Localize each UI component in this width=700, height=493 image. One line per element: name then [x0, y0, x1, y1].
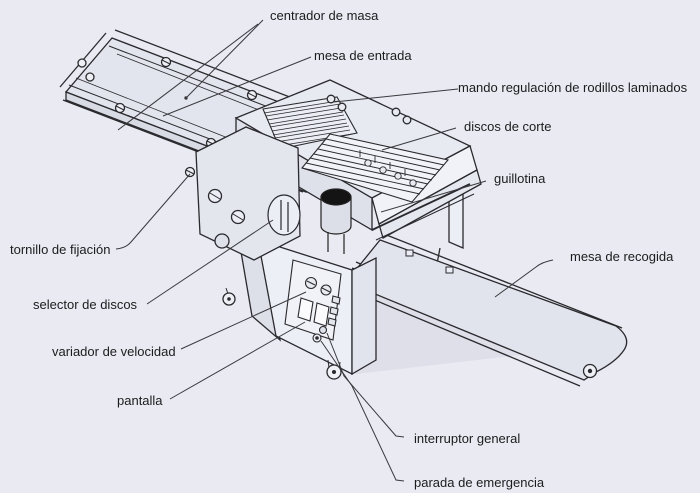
roller-adjustment-knobs	[326, 94, 412, 125]
leader-mando	[333, 88, 459, 103]
label-selector-de-discos: selector de discos	[33, 297, 138, 312]
disc-selector-dial	[267, 194, 301, 236]
label-parada-de-emergencia: parada de emergencia	[414, 475, 545, 490]
feed-column	[320, 188, 352, 254]
control-panel	[284, 259, 342, 343]
label-mesa-de-recogida: mesa de recogida	[570, 249, 674, 264]
leader-centrador-b	[117, 23, 259, 131]
label-discos-de-corte: discos de corte	[464, 119, 551, 134]
output-conveyor	[344, 165, 628, 387]
guillotine-blade	[371, 183, 475, 241]
labels: centrador de masa mesa de entrada mando …	[10, 8, 688, 490]
label-tornillo-de-fijacion: tornillo de fijación	[10, 242, 110, 257]
leader-selector	[146, 219, 274, 305]
cutting-discs	[301, 133, 450, 203]
leader-centrador-a	[185, 19, 264, 99]
display-window	[313, 302, 330, 327]
leader-variador	[180, 291, 307, 350]
label-mesa-de-entrada: mesa de entrada	[314, 48, 412, 63]
leader-guillotina	[380, 180, 487, 213]
label-centrador-de-masa: centrador de masa	[270, 8, 379, 23]
leader-mesa-recogida	[494, 259, 554, 298]
leader-discos	[381, 127, 457, 151]
leader-lines	[115, 19, 554, 482]
leader-tornillo	[115, 173, 191, 250]
leader-mesa-entrada	[162, 56, 312, 117]
leader-parada	[320, 340, 405, 482]
display-window	[297, 297, 314, 322]
label-variador-de-velocidad: variador de velocidad	[52, 344, 176, 359]
leader-dot	[184, 96, 188, 100]
leader-pantalla	[169, 321, 306, 400]
leader-interruptor	[326, 332, 405, 438]
label-mando-regulacion: mando regulación de rodillos laminados	[458, 80, 688, 95]
main-switch-button	[318, 325, 328, 335]
label-guillotina: guillotina	[494, 171, 546, 186]
label-interruptor-general: interruptor general	[414, 431, 520, 446]
label-pantalla: pantalla	[117, 393, 163, 408]
